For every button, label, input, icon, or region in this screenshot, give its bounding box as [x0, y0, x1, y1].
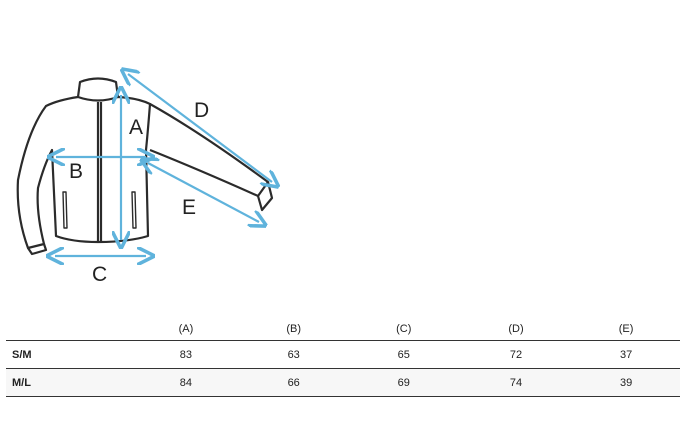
cell-value: 69 [397, 376, 410, 389]
label-b: B [69, 160, 83, 183]
cell-value: 63 [287, 348, 300, 361]
cell-value: 39 [619, 376, 633, 389]
cell-value: 84 [179, 376, 193, 389]
size-chart-table: (A) (B) (C) (D) (E) S/M 83 63 65 72 37 M… [6, 318, 680, 397]
cell-value: 37 [619, 348, 633, 361]
label-e: E [182, 196, 196, 219]
arrow-d [128, 74, 272, 182]
table-row: S/M 83 63 65 72 37 [6, 341, 680, 369]
cell-value: 74 [509, 376, 523, 389]
cell-value: 65 [397, 348, 410, 361]
table-header-row: (A) (B) (C) (D) (E) [6, 318, 680, 341]
jacket-measurement-diagram: A B C D E [16, 60, 300, 286]
arrow-e [148, 163, 259, 222]
column-header-b: (B) [239, 318, 348, 341]
measurement-arrows [55, 74, 272, 256]
label-a: A [129, 116, 143, 139]
size-label: M/L [12, 376, 31, 389]
row-label-header [6, 318, 132, 341]
jacket-outline [16, 77, 274, 256]
cell-value: 66 [287, 376, 300, 389]
label-c: C [92, 263, 107, 286]
column-header-c: (C) [347, 318, 460, 341]
size-label: S/M [12, 348, 32, 361]
cell-value: 72 [509, 348, 523, 361]
column-header-e: (E) [572, 318, 680, 341]
label-d: D [194, 99, 209, 122]
column-header-a: (A) [132, 318, 240, 341]
column-header-d: (D) [459, 318, 573, 341]
table-row: M/L 84 66 69 74 39 [6, 368, 680, 397]
cell-value: 83 [179, 348, 193, 361]
